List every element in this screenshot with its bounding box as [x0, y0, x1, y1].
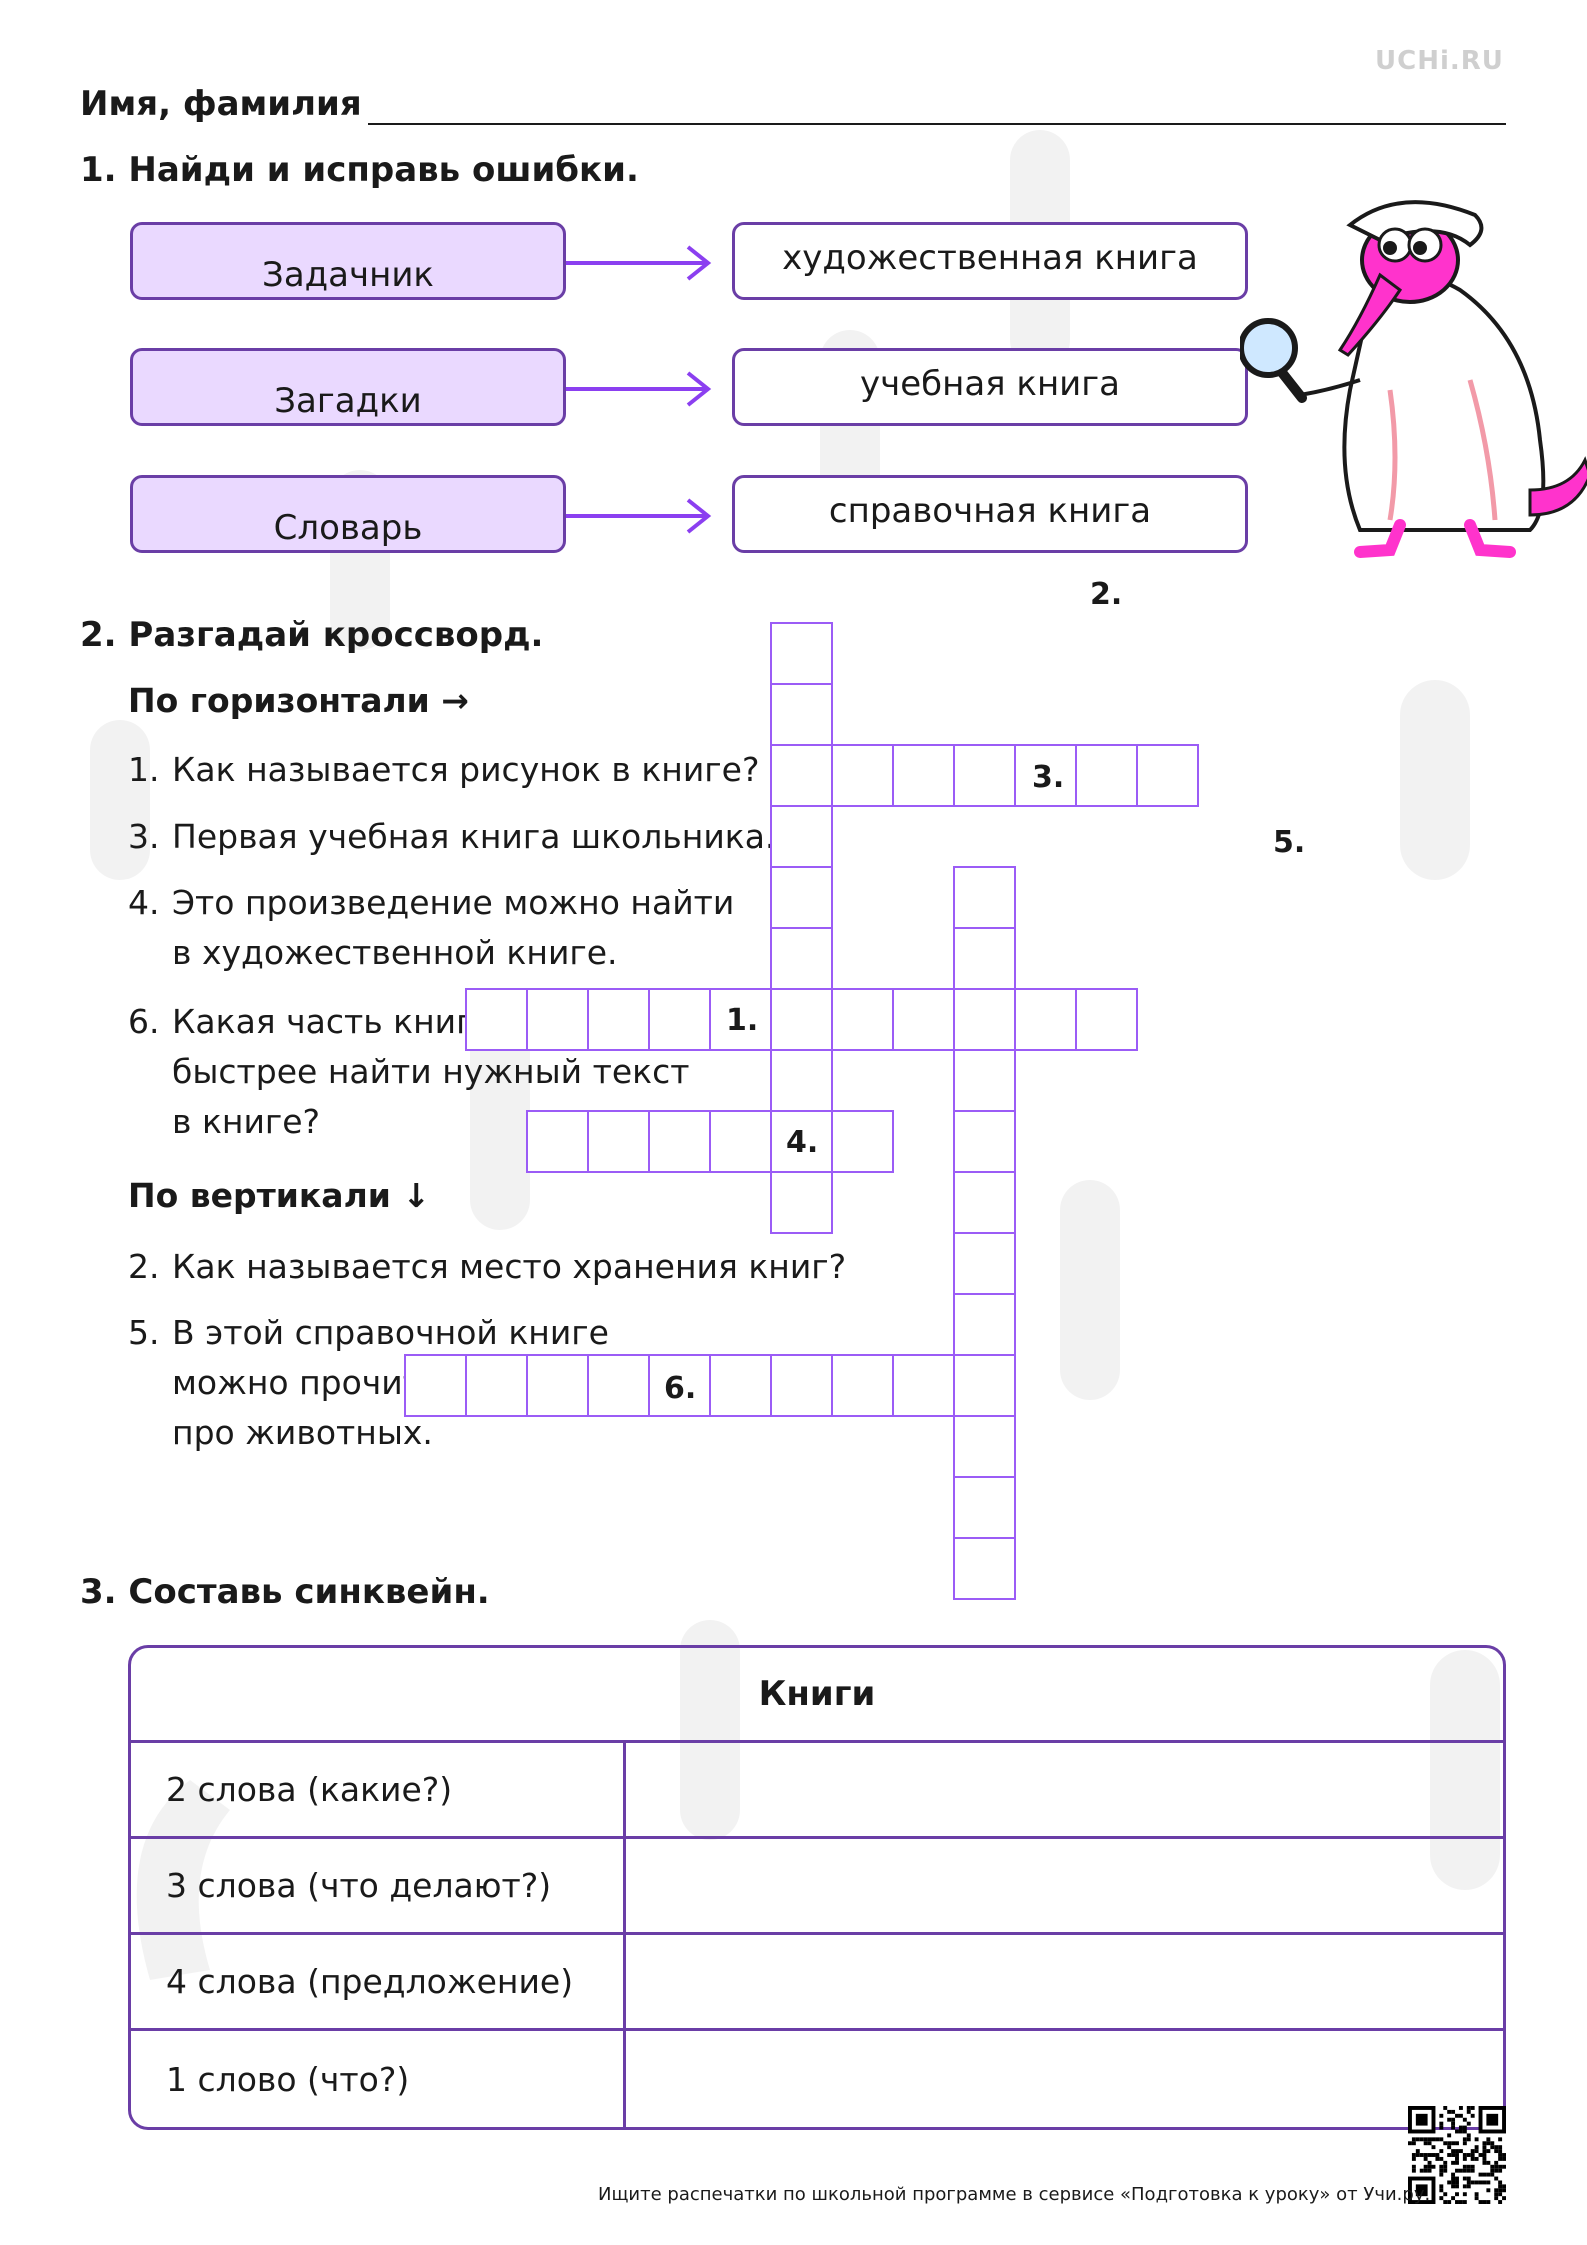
name-line[interactable] — [368, 123, 1506, 125]
crossword-cell[interactable] — [831, 988, 894, 1051]
crossword-cell[interactable] — [831, 1110, 894, 1173]
crossword-cell[interactable] — [953, 1537, 1016, 1600]
left-box-1[interactable]: Задачник — [130, 222, 566, 300]
crossword-cell[interactable] — [709, 1354, 772, 1417]
crossword-cell[interactable] — [953, 1293, 1016, 1356]
crossword-cell[interactable] — [953, 1354, 1016, 1417]
clue-v2: 2. Как называется место хранения книг? — [128, 1247, 847, 1286]
row-label: 4 слова (предложение) — [131, 1935, 626, 2028]
crossword-cell[interactable] — [770, 866, 833, 929]
table-row: 1 слово (что?) — [131, 2031, 1503, 2127]
crossword-label-6: 6. — [664, 1371, 697, 1406]
crossword-cell[interactable] — [953, 1476, 1016, 1539]
crossword-cell[interactable] — [465, 988, 528, 1051]
qr-code-icon — [1408, 2106, 1506, 2204]
arrow-icon — [566, 371, 712, 407]
clue-h3: 3. Первая учебная книга школьника. — [128, 817, 776, 856]
crossword-cell[interactable] — [770, 622, 833, 685]
answer-cell[interactable] — [626, 1839, 1503, 1932]
crossword-cell[interactable] — [831, 1354, 894, 1417]
left-box-2[interactable]: Загадки — [130, 348, 566, 426]
crossword-cell[interactable] — [770, 927, 833, 990]
arrow-icon — [566, 498, 712, 534]
horizontal-title: По горизонтали → — [128, 681, 469, 720]
crossword-cell[interactable] — [1136, 744, 1199, 807]
crossword-cell[interactable] — [953, 1171, 1016, 1234]
cinquain-table: Книги 2 слова (какие?) 3 слова (что дела… — [128, 1645, 1506, 2130]
crossword-cell[interactable] — [709, 988, 772, 1051]
crossword-cell[interactable] — [953, 1415, 1016, 1478]
crossword-cell[interactable] — [526, 1110, 589, 1173]
mascot-detective-icon — [1240, 200, 1587, 558]
magnifier-icon — [1240, 318, 1307, 403]
crossword-cell[interactable] — [770, 744, 833, 807]
crossword-cell[interactable] — [770, 1049, 833, 1112]
table-title: Книги — [131, 1648, 1503, 1743]
answer-cell[interactable] — [626, 1743, 1503, 1836]
answer-cell[interactable] — [626, 1935, 1503, 2028]
crossword-cell[interactable] — [953, 927, 1016, 990]
crossword-label-1: 1. — [726, 1003, 759, 1038]
row-label: 3 слова (что делают?) — [131, 1839, 626, 1932]
task1-heading: 1. Найди и исправь ошибки. — [80, 150, 639, 190]
crossword-label-3: 3. — [1032, 760, 1065, 795]
crossword-label-4: 4. — [786, 1125, 819, 1160]
crossword-cell[interactable] — [1075, 744, 1138, 807]
table-row: 3 слова (что делают?) — [131, 1839, 1503, 1935]
clue-h1: 1. Как называется рисунок в книге? — [128, 750, 760, 789]
footer-text: Ищите распечатки по школьной программе в… — [598, 2184, 1431, 2205]
row-label: 1 слово (что?) — [131, 2031, 626, 2127]
crossword-cell[interactable] — [404, 1354, 467, 1417]
crossword-cell[interactable] — [953, 988, 1016, 1051]
crossword-cell[interactable] — [953, 866, 1016, 929]
right-box-3[interactable]: справочная книга — [732, 475, 1248, 553]
crossword-cell[interactable] — [465, 1354, 528, 1417]
crossword-cell[interactable] — [587, 1110, 650, 1173]
crossword-cell[interactable] — [892, 988, 955, 1051]
crossword-cell[interactable] — [770, 683, 833, 746]
crossword-cell[interactable] — [953, 1049, 1016, 1112]
task3-heading: 3. Составь синквейн. — [80, 1572, 490, 1612]
vertical-title: По вертикали ↓ — [128, 1176, 431, 1215]
name-label: Имя, фамилия — [80, 84, 362, 124]
crossword-cell[interactable] — [831, 744, 894, 807]
answer-cell[interactable] — [626, 2031, 1503, 2127]
crossword-cell[interactable] — [892, 744, 955, 807]
crossword-cell[interactable] — [1075, 988, 1138, 1051]
table-row: 2 слова (какие?) — [131, 1743, 1503, 1839]
crossword-cell[interactable] — [953, 1110, 1016, 1173]
crossword-cell[interactable] — [709, 1110, 772, 1173]
crossword-cell[interactable] — [648, 988, 711, 1051]
task2-heading: 2. Разгадай кроссворд. — [80, 615, 544, 655]
table-row: 4 слова (предложение) — [131, 1935, 1503, 2031]
crossword-cell[interactable] — [892, 1354, 955, 1417]
crossword-label-5: 5. — [1273, 825, 1306, 860]
right-box-2[interactable]: учебная книга — [732, 348, 1248, 426]
clue-h4: 4. Это произведение можно найти в художе… — [128, 883, 735, 972]
crossword-cell[interactable] — [526, 1354, 589, 1417]
crossword-cell[interactable] — [953, 1232, 1016, 1295]
crossword-cell[interactable] — [770, 805, 833, 868]
crossword-cell[interactable] — [1014, 988, 1077, 1051]
crossword-cell[interactable] — [587, 988, 650, 1051]
row-label: 2 слова (какие?) — [131, 1743, 626, 1836]
arrow-icon — [566, 245, 712, 281]
crossword-label-2: 2. — [1090, 577, 1123, 612]
crossword-cell[interactable] — [953, 744, 1016, 807]
crossword-cell[interactable] — [526, 988, 589, 1051]
left-box-3[interactable]: Словарь — [130, 475, 566, 553]
crossword-cell[interactable] — [770, 1171, 833, 1234]
right-box-1[interactable]: художественная книга — [732, 222, 1248, 300]
brand-logo: UCHi.RU — [1375, 46, 1504, 76]
crossword-cell[interactable] — [587, 1354, 650, 1417]
crossword-cell[interactable] — [770, 1354, 833, 1417]
crossword-cell[interactable] — [648, 1110, 711, 1173]
crossword-cell[interactable] — [770, 988, 833, 1051]
crossword-cell[interactable] — [648, 1354, 711, 1417]
